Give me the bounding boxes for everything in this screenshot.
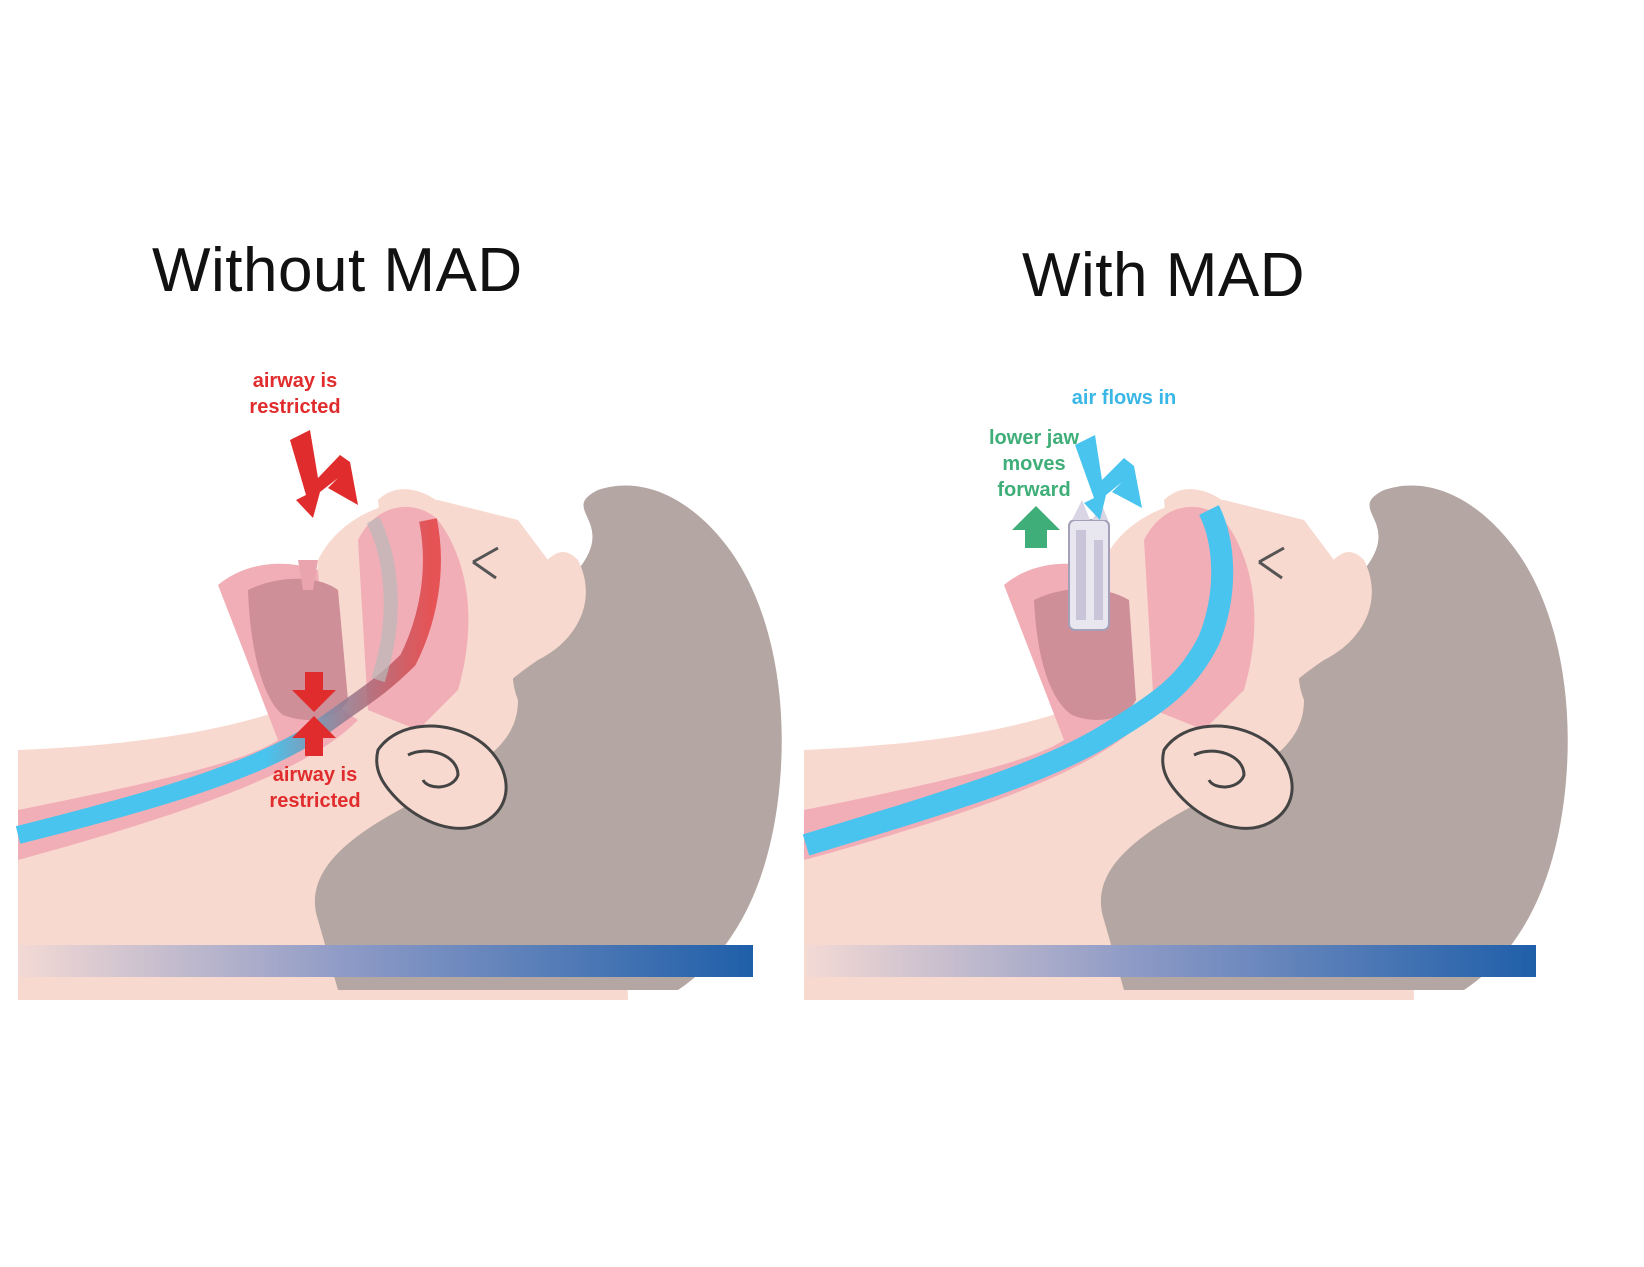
airway-channel-open bbox=[802, 505, 1234, 856]
ear bbox=[1161, 724, 1294, 830]
label-lower-jaw-moves-forward: lower jaw moves forward bbox=[988, 427, 1080, 501]
arrow-air-flows-in bbox=[1075, 435, 1142, 520]
arrow-restricted-top bbox=[290, 430, 358, 518]
ear-inner bbox=[1193, 749, 1246, 789]
closed-eye bbox=[1258, 546, 1285, 580]
label-airway-restricted-top: airway is restricted bbox=[249, 370, 341, 418]
closed-eye bbox=[472, 546, 499, 580]
ear bbox=[375, 724, 508, 830]
throat-cavity bbox=[1034, 588, 1136, 720]
head-illustration-with-mad bbox=[802, 435, 1568, 1000]
head-hair bbox=[314, 485, 782, 990]
title-without-mad: Without MAD bbox=[152, 236, 523, 305]
panel-without-mad: airway is restricted airway is restricte… bbox=[15, 0, 798, 1040]
label-airway-restricted-bottom: airway is restricted bbox=[269, 764, 361, 812]
pillow bbox=[18, 945, 753, 977]
airway-channel bbox=[15, 518, 441, 844]
airway-gray bbox=[366, 516, 398, 683]
arrow-restricted-mid-up bbox=[292, 716, 336, 756]
head-hair bbox=[1100, 485, 1568, 990]
title-with-mad: With MAD bbox=[1022, 241, 1305, 310]
mandibular-advancement-device bbox=[1068, 500, 1110, 631]
uvula bbox=[298, 560, 318, 590]
label-air-flows-in: air flows in bbox=[1071, 387, 1177, 409]
ear-inner bbox=[407, 749, 460, 789]
head-illustration-without-mad bbox=[15, 430, 782, 1000]
panel-with-mad: air flows in lower jaw moves forward bbox=[802, 0, 1624, 1040]
arrow-lower-jaw-forward bbox=[1012, 506, 1060, 548]
arrow-restricted-mid-down bbox=[292, 672, 336, 712]
pillow bbox=[806, 945, 1536, 977]
